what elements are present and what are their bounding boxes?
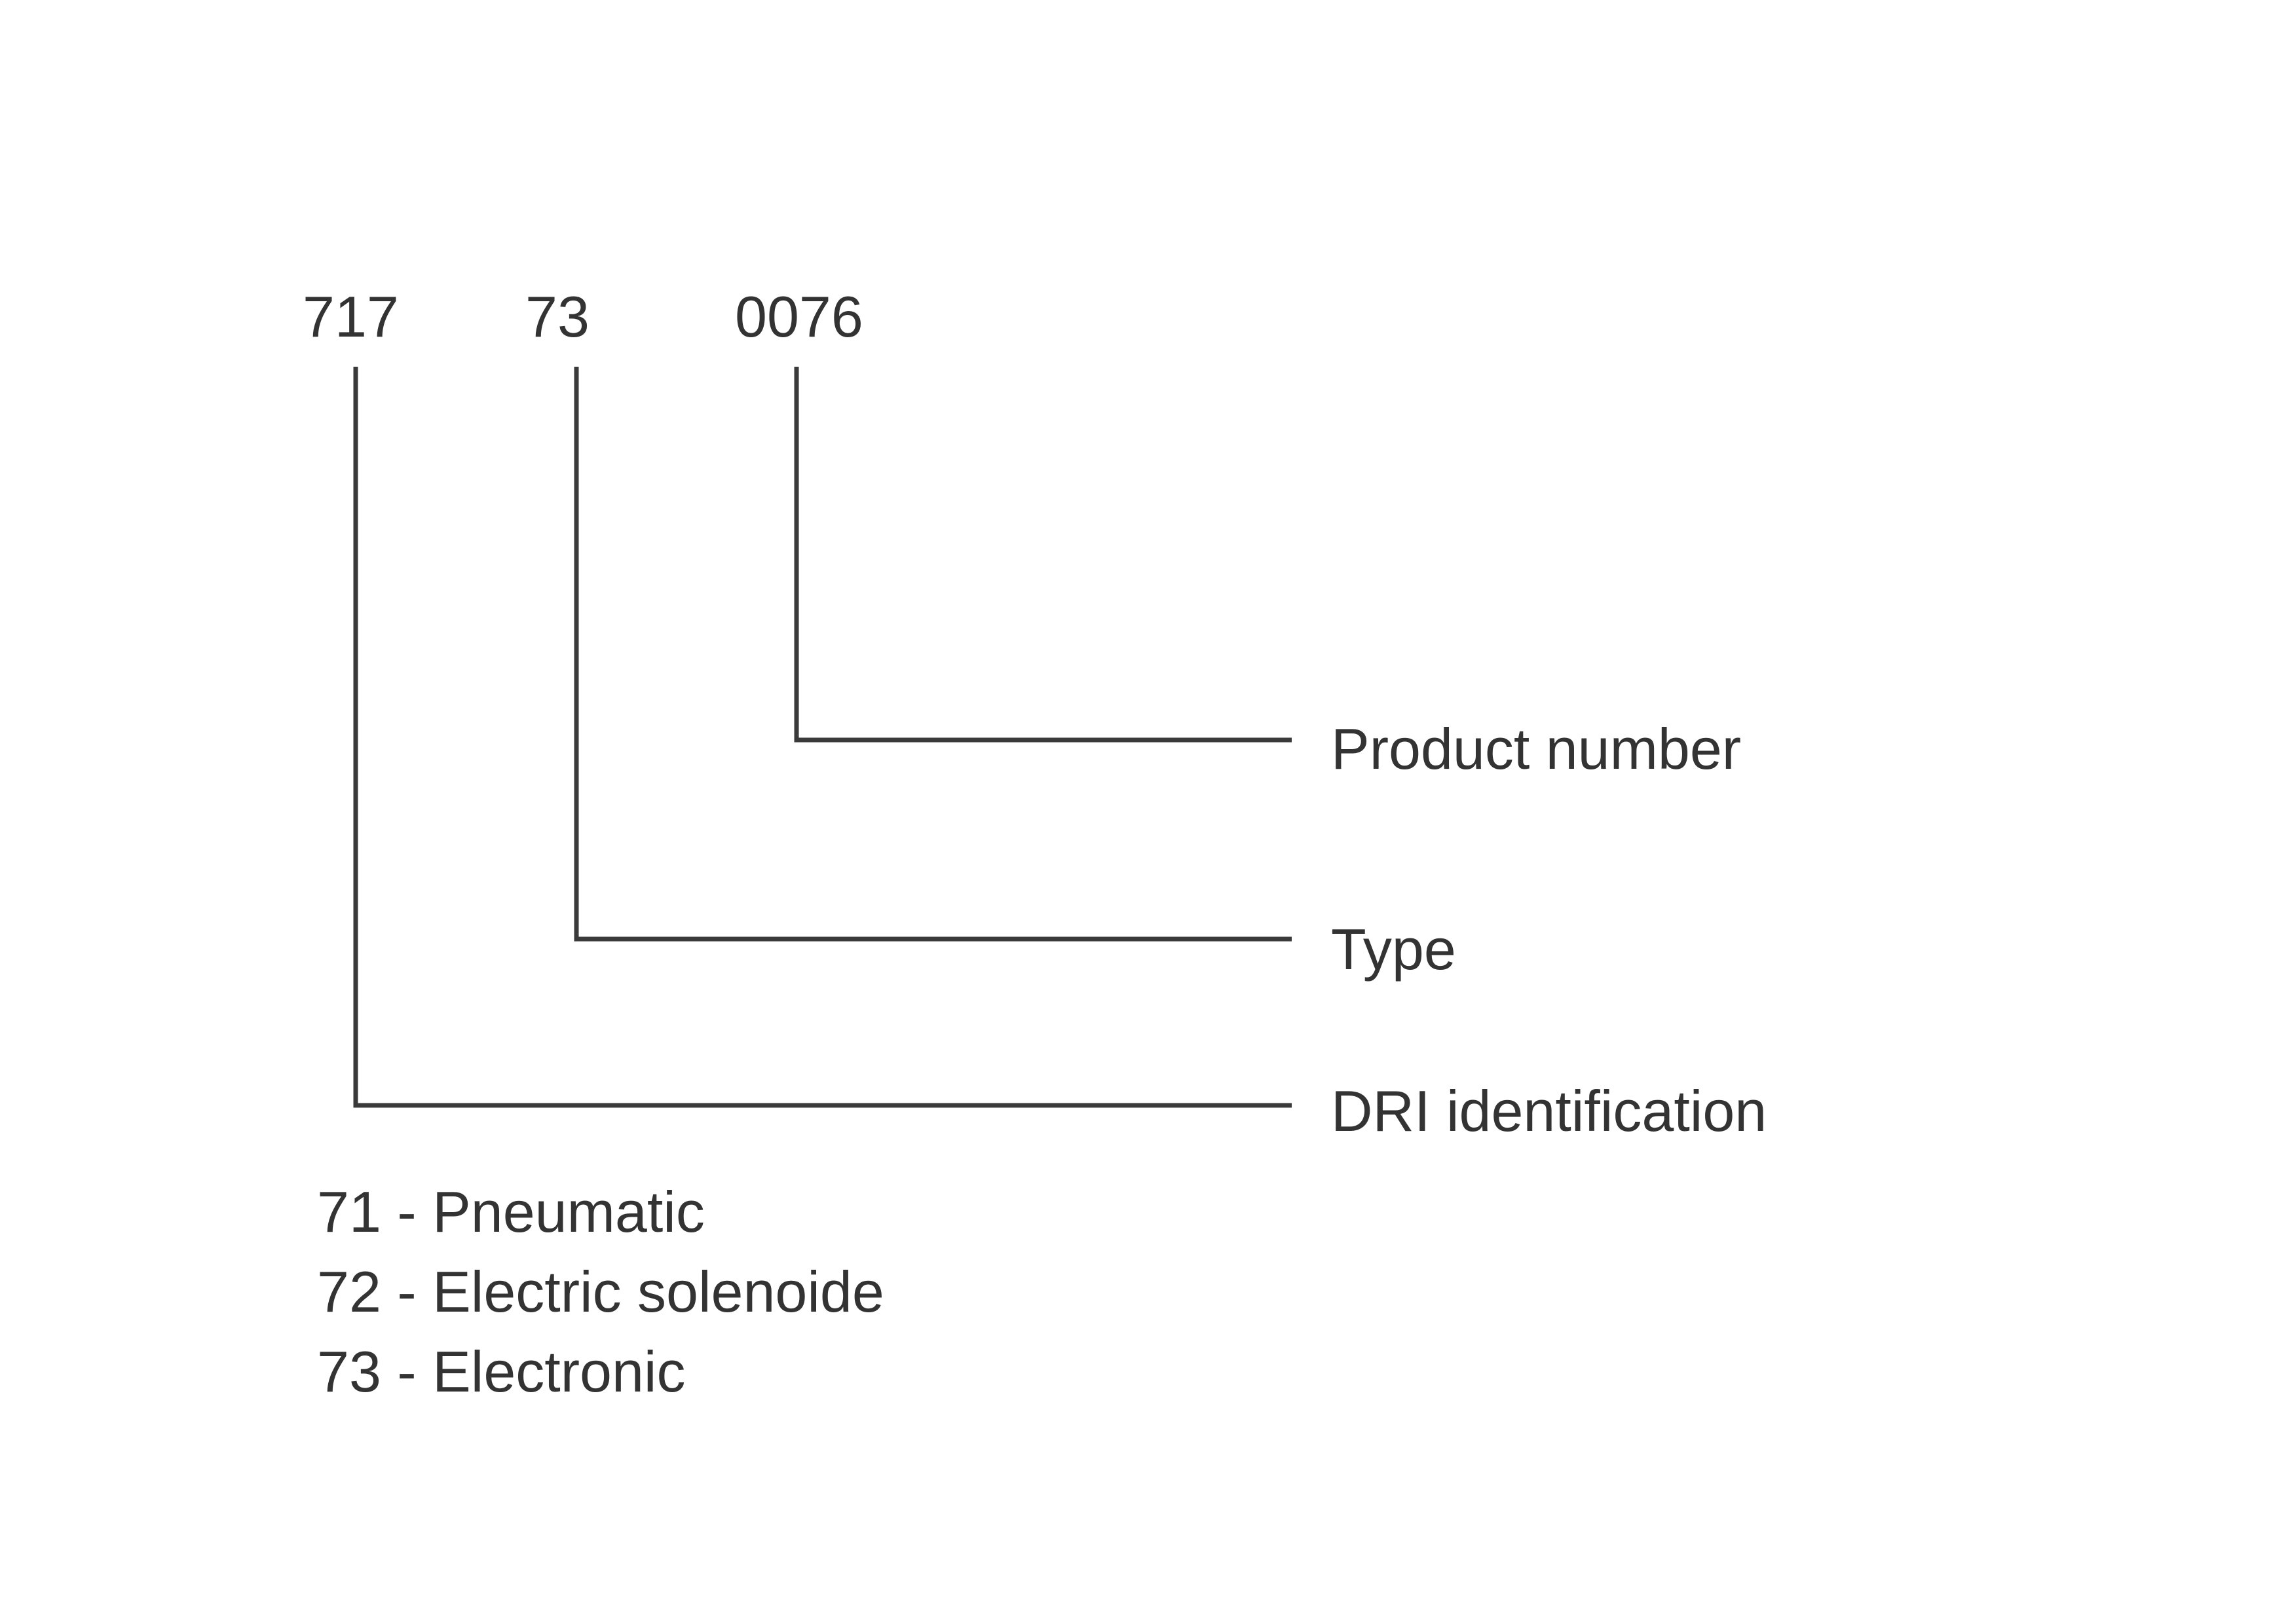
label-type: Type bbox=[1331, 917, 1456, 982]
code-part-product: 0076 bbox=[735, 284, 863, 349]
legend-item-electric-solenoide: 72 - Electric solenoide bbox=[317, 1259, 884, 1324]
connector-type bbox=[574, 367, 1292, 942]
code-part-type: 73 bbox=[525, 284, 590, 349]
code-part-dri: 717 bbox=[303, 284, 399, 349]
legend-item-electronic: 73 - Electronic bbox=[317, 1339, 686, 1404]
connector-dri bbox=[353, 367, 1292, 1108]
connector-product bbox=[794, 367, 1292, 743]
type-legend: 71 - Pneumatic 72 - Electric solenoide 7… bbox=[317, 1172, 884, 1412]
label-dri-identification: DRI identification bbox=[1331, 1079, 1767, 1143]
label-product-number: Product number bbox=[1331, 716, 1742, 781]
legend-item-pneumatic: 71 - Pneumatic bbox=[317, 1179, 705, 1244]
